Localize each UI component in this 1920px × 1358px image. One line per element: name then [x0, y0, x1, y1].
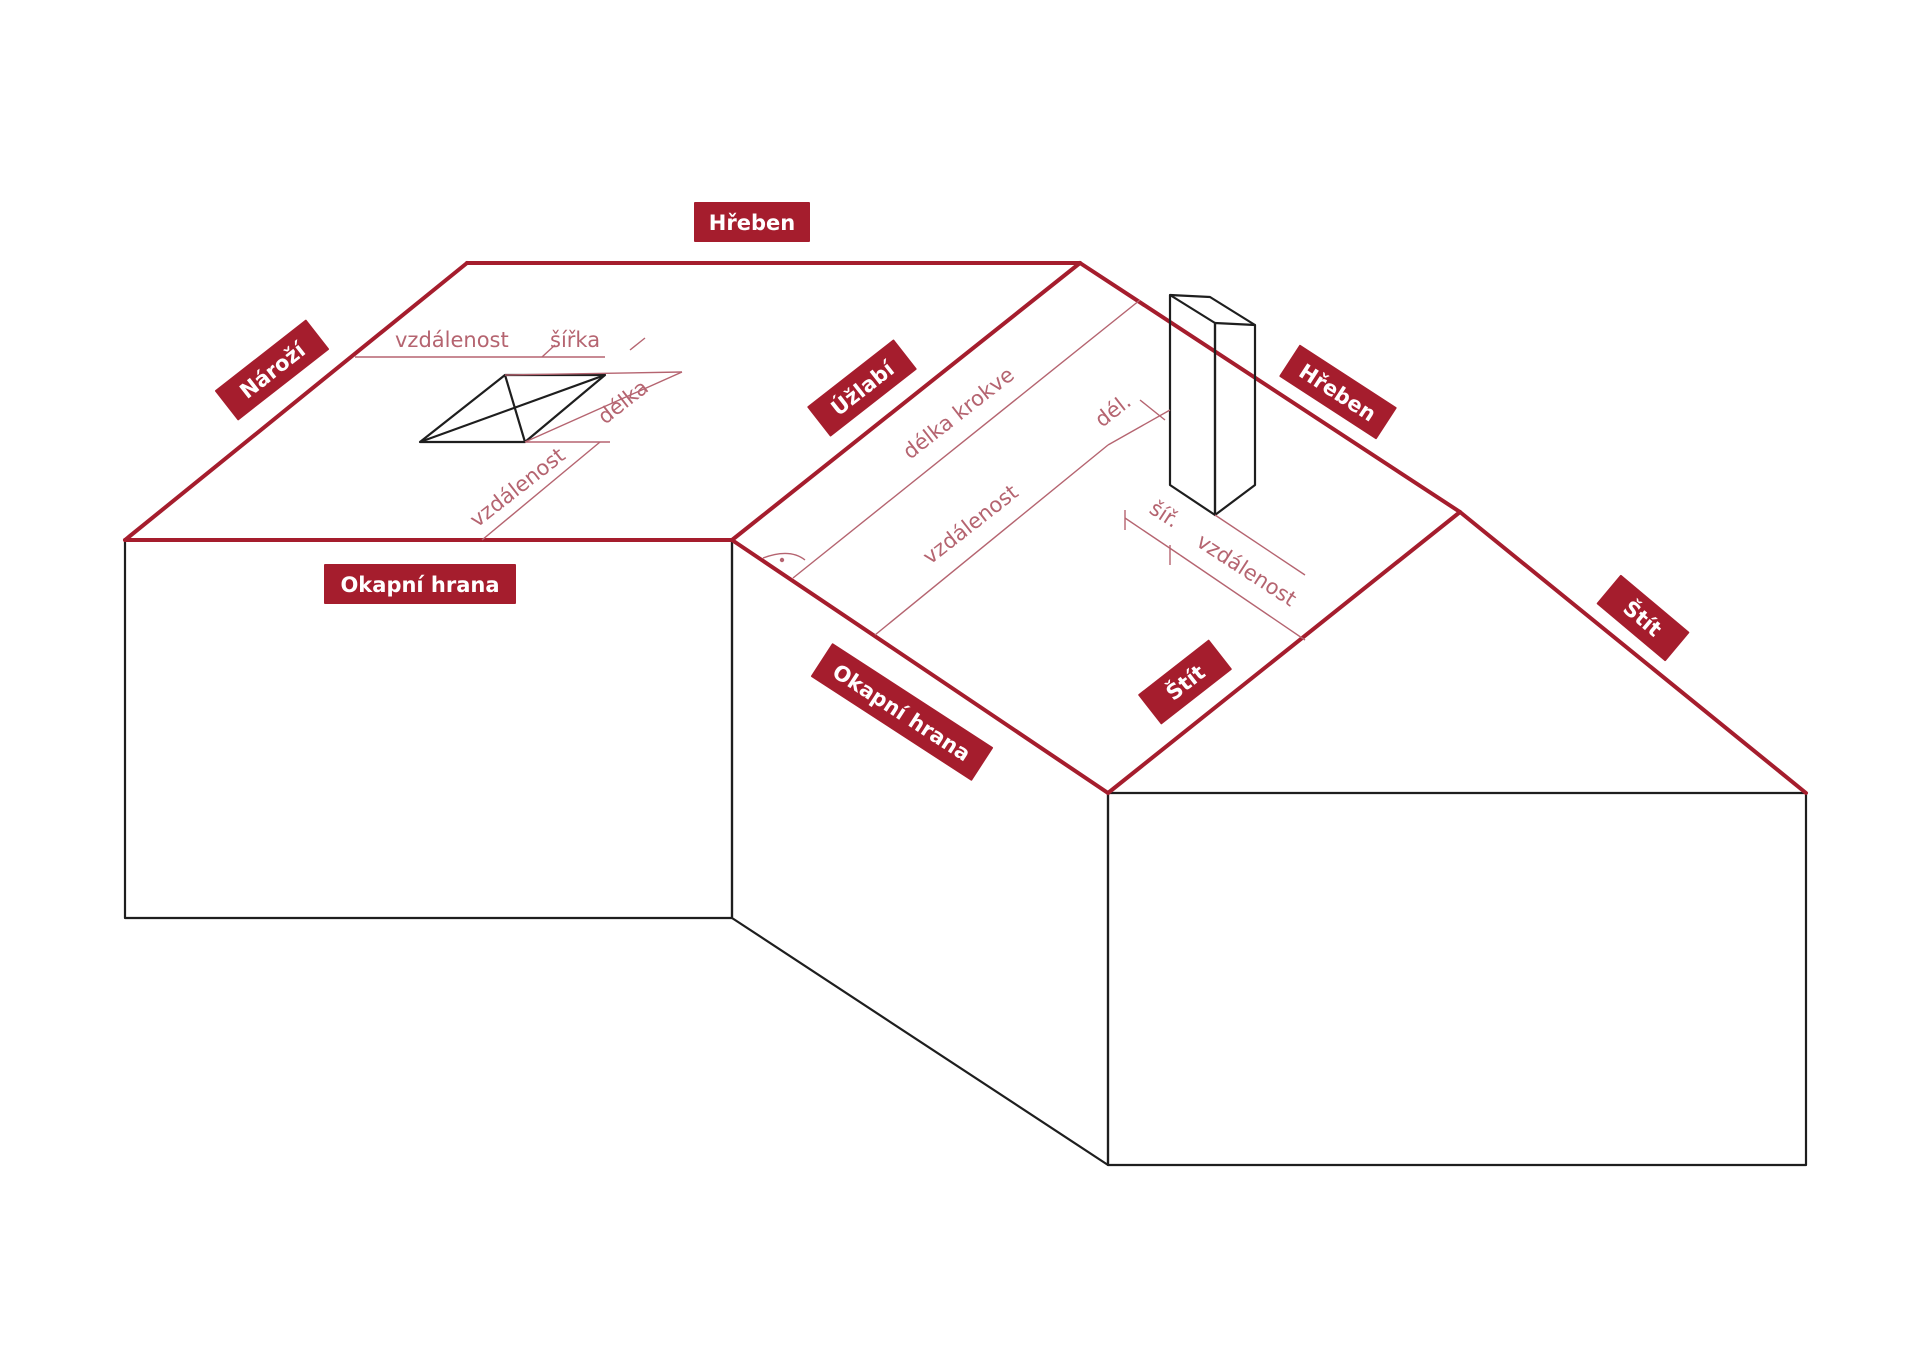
right-wing-front-wall [1106, 791, 1808, 1167]
dim-window-distance-top: vzdálenost [395, 328, 509, 352]
dim-chimney-length: dél. [1090, 389, 1135, 432]
roof-window-diagonal-a [419, 373, 606, 444]
dim-chimney-length-tick [1139, 399, 1166, 421]
eave-middle [730, 538, 1110, 795]
label-eave-middle-text: Okapní hrana [828, 659, 974, 766]
chimney-top [1169, 293, 1256, 326]
dim-chimney-distance-gable-line [1179, 554, 1306, 641]
label-gable-middle: Štít [1138, 639, 1232, 725]
dimension-texts: vzdálenost šířka délka vzdálenost délka … [395, 328, 1301, 611]
label-eave-left: Okapní hrana [324, 564, 516, 604]
dim-window-length-ref [504, 371, 683, 376]
dim-chimney-distance-eave: vzdálenost [918, 480, 1022, 569]
dim-chimney-width-line [1124, 517, 1181, 556]
label-valley: Úžlabí [807, 339, 917, 437]
valley-edge [730, 261, 1082, 542]
dim-chimney-ref-line [1214, 514, 1306, 576]
roof-window-diagonal-b [503, 374, 527, 443]
dim-chimney-distance-eave-line [874, 444, 1109, 636]
dim-window-length: délka [593, 375, 652, 429]
dim-window-width-tick-b [629, 337, 646, 351]
gable-right-edge [1458, 510, 1808, 795]
chimney-side [1213, 321, 1257, 517]
dim-window-length-line [524, 371, 683, 443]
label-eave-middle: Okapní hrana [810, 643, 994, 781]
label-ridge-right: Hřeben [1279, 344, 1397, 440]
dim-window-width: šířka [550, 328, 600, 352]
dim-rafter-length-line [792, 299, 1141, 579]
dim-chimney-distance-gable: vzdálenost [1192, 529, 1300, 611]
roof-edges [123, 261, 1808, 795]
label-ridge-top: Hřeben [694, 202, 810, 242]
label-eave-left-text: Okapní hrana [340, 573, 499, 597]
roof-window [418, 373, 607, 444]
dim-window-distance-bottom-line [481, 441, 601, 541]
dim-window-width-tick-a [541, 344, 556, 358]
building-walls [123, 538, 1808, 1167]
dimension-lines [355, 299, 1306, 641]
dim-window-distance-bottom: vzdálenost [465, 443, 569, 532]
hip-edge [123, 261, 469, 542]
dim-rafter-length: délka krokve [898, 362, 1018, 463]
middle-side-wall [730, 538, 1110, 1167]
ridge-right [1078, 261, 1462, 514]
right-angle-dot [779, 557, 785, 563]
label-ridge-top-text: Hřeben [709, 211, 795, 235]
dim-chimney-width: šíř. [1145, 496, 1183, 533]
label-hip: Nároží [215, 319, 329, 421]
right-angle-marker [762, 552, 806, 561]
label-gable-right: Štít [1596, 574, 1690, 662]
gable-middle-edge [1106, 510, 1462, 795]
